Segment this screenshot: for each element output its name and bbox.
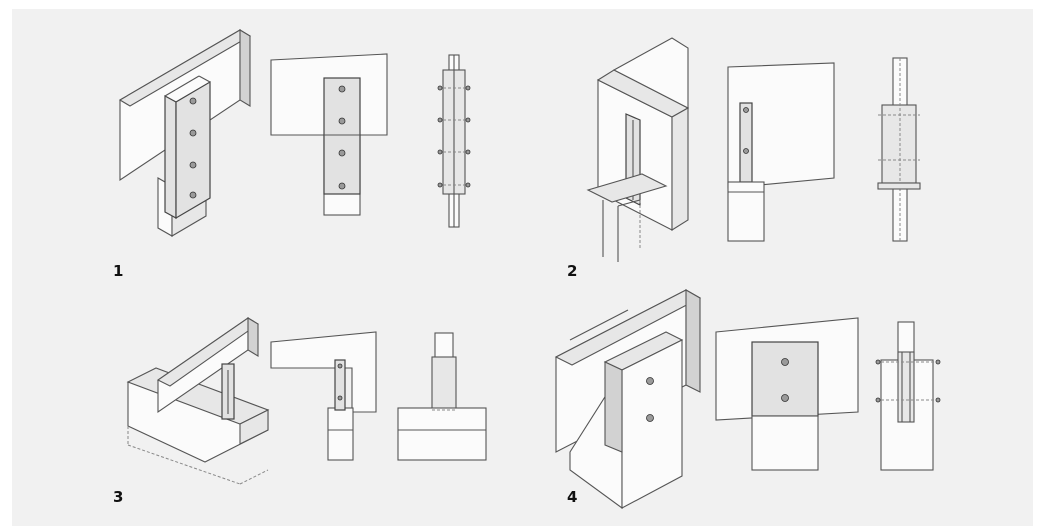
detail-1-elevation: [270, 53, 388, 216]
detail-4-label: 4: [567, 488, 578, 506]
detail-3-isometric: [126, 316, 270, 485]
detail-2-section: [877, 57, 921, 242]
detail-3-elevation: [270, 331, 377, 461]
detail-4-isometric: [554, 289, 702, 510]
detail-2-elevation: [727, 62, 835, 242]
detail-2-label: 2: [567, 262, 578, 280]
detail-1-section: [437, 54, 471, 228]
detail-4-section: [875, 321, 941, 471]
detail-3-section: [397, 332, 487, 461]
detail-1-label: 1: [113, 262, 124, 280]
detail-3-label: 3: [113, 488, 124, 506]
detail-4-elevation: [715, 317, 859, 471]
detail-2-isometric: [586, 37, 690, 262]
detail-1-isometric: [118, 29, 252, 237]
